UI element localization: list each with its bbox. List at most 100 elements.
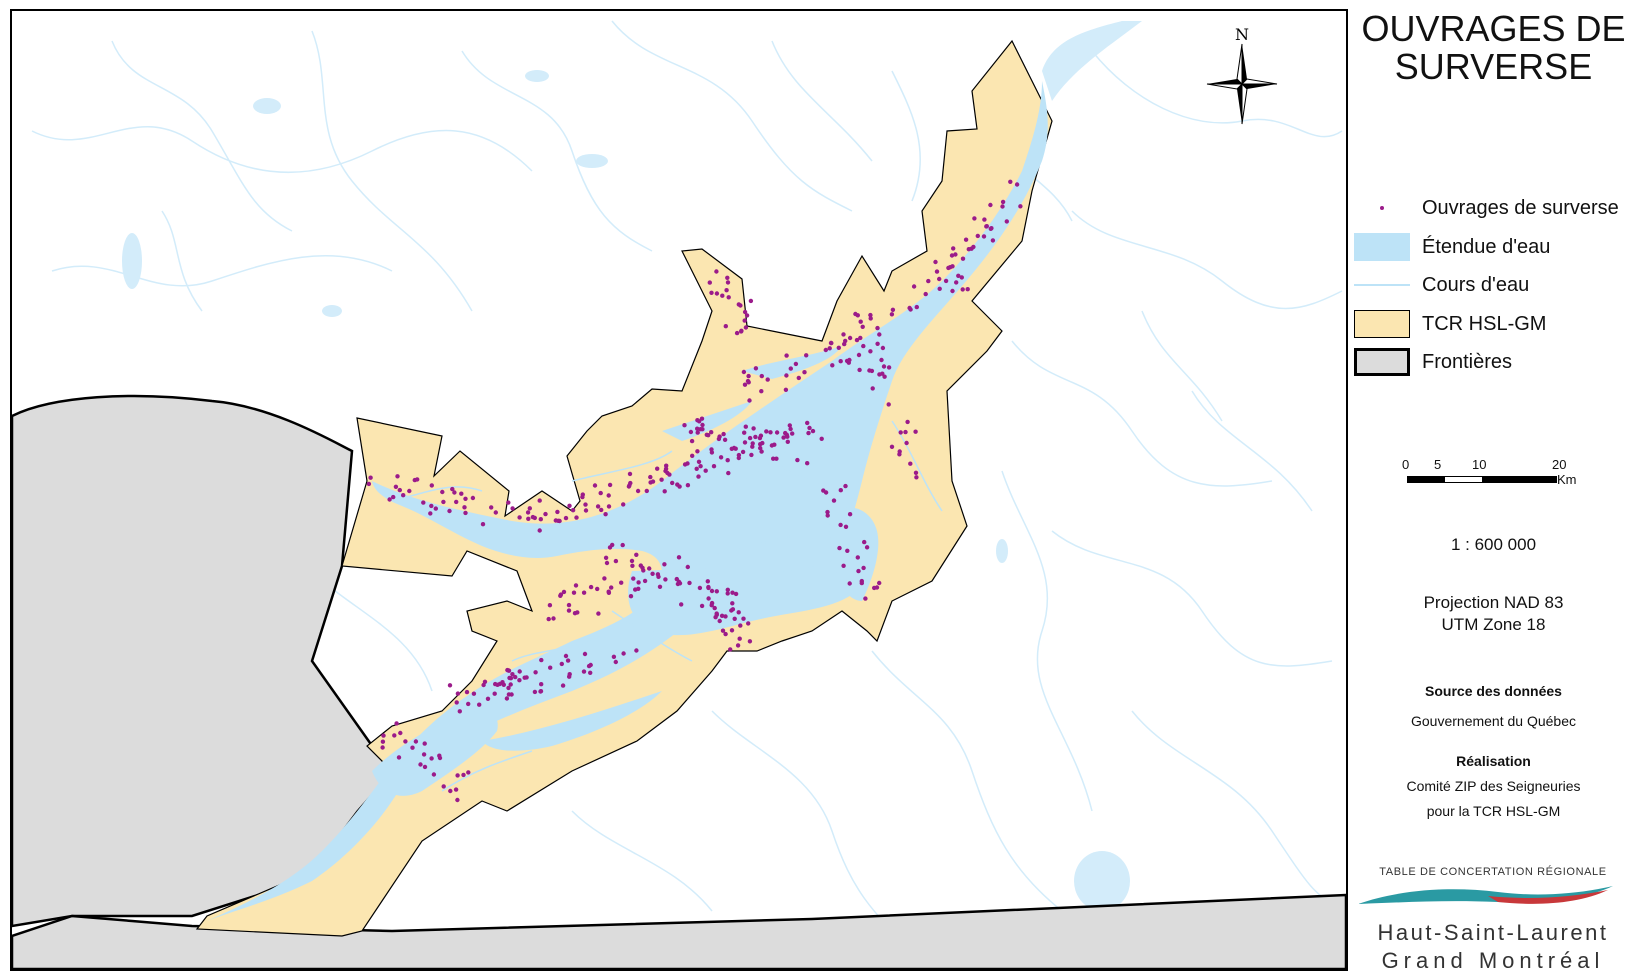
overflow-point bbox=[682, 423, 687, 428]
overflow-point bbox=[725, 280, 731, 285]
overflow-point bbox=[628, 480, 633, 486]
overflow-point bbox=[395, 474, 400, 479]
overflow-point bbox=[513, 674, 518, 680]
overflow-point bbox=[539, 682, 544, 687]
overflow-point bbox=[746, 621, 751, 626]
overflow-point bbox=[440, 489, 445, 495]
overflow-point bbox=[753, 366, 759, 371]
overflow-point bbox=[674, 576, 679, 582]
overflow-point bbox=[793, 361, 799, 367]
overflow-point bbox=[525, 510, 531, 515]
overflow-point bbox=[738, 623, 743, 628]
overflow-point bbox=[685, 564, 690, 570]
overflow-point bbox=[788, 426, 793, 432]
tcr-region[interactable] bbox=[195, 39, 1053, 937]
overflow-point bbox=[845, 548, 850, 553]
overflow-point bbox=[730, 590, 735, 595]
legend-item-overflow-points: Ouvrages de surverse bbox=[1354, 193, 1619, 223]
overflow-point bbox=[517, 515, 522, 520]
overflow-point bbox=[943, 278, 949, 284]
overflow-point bbox=[688, 429, 694, 435]
overflow-point bbox=[566, 608, 572, 613]
overflow-point bbox=[877, 332, 882, 337]
overflow-point bbox=[571, 590, 577, 595]
credits-heading: Réalisation bbox=[1456, 753, 1531, 769]
legend-panel: OUVRAGES DE SURVERSE Ouvrages de survers… bbox=[1352, 0, 1635, 978]
overflow-point bbox=[838, 488, 843, 493]
overflow-point bbox=[730, 601, 735, 606]
overflow-point bbox=[489, 505, 494, 510]
tcr-logo: TABLE DE CONCERTATION RÉGIONALE Haut-Sai… bbox=[1352, 860, 1635, 978]
overflow-point bbox=[963, 237, 969, 242]
boundary-fill-icon bbox=[1354, 348, 1410, 376]
overflow-point bbox=[831, 498, 837, 503]
map-frame[interactable]: N bbox=[10, 9, 1348, 971]
overflow-point bbox=[828, 340, 834, 346]
overflow-point bbox=[659, 477, 664, 482]
overflow-point bbox=[480, 522, 486, 527]
legend-label: Étendue d'eau bbox=[1422, 235, 1551, 258]
overflow-point bbox=[739, 328, 744, 333]
overflow-point bbox=[703, 468, 708, 473]
overflow-point bbox=[1000, 204, 1005, 209]
overflow-point bbox=[636, 586, 641, 591]
overflow-point bbox=[454, 700, 459, 705]
overflow-point bbox=[746, 373, 751, 379]
projection-line-2: UTM Zone 18 bbox=[1441, 615, 1546, 634]
overflow-point bbox=[380, 739, 386, 744]
region-streams bbox=[391, 420, 943, 792]
overflow-point bbox=[753, 434, 758, 440]
overflow-point bbox=[965, 287, 970, 292]
overflow-point bbox=[583, 508, 589, 513]
overflow-point bbox=[570, 508, 576, 513]
overflow-point bbox=[868, 316, 873, 321]
overflow-point bbox=[747, 435, 753, 441]
overflow-point bbox=[628, 594, 634, 599]
overflow-point bbox=[750, 441, 755, 446]
overflow-point bbox=[415, 477, 420, 482]
overflow-point bbox=[527, 506, 532, 511]
overflow-point bbox=[380, 745, 385, 750]
overflow-point bbox=[750, 444, 755, 449]
overflow-point bbox=[581, 669, 587, 674]
overflow-point bbox=[607, 482, 613, 488]
overflow-point bbox=[428, 511, 433, 516]
overflow-point bbox=[699, 416, 705, 421]
overflow-point bbox=[728, 647, 733, 652]
overflow-point bbox=[457, 709, 462, 714]
overflow-point bbox=[368, 475, 373, 480]
overflow-point bbox=[729, 628, 735, 633]
overflow-point bbox=[477, 702, 482, 707]
overflow-point bbox=[560, 683, 566, 688]
overflow-point bbox=[882, 374, 887, 379]
overflow-point bbox=[485, 696, 491, 701]
overflow-point bbox=[459, 491, 464, 496]
overflow-point bbox=[510, 506, 515, 511]
overflow-point bbox=[706, 596, 711, 601]
overflow-point bbox=[537, 528, 542, 533]
overflow-point bbox=[611, 654, 617, 659]
scale-tick-0: 0 bbox=[1402, 457, 1410, 472]
overflow-point bbox=[422, 741, 427, 746]
overflow-point bbox=[464, 689, 470, 695]
overflow-point bbox=[642, 578, 648, 584]
overflow-point bbox=[629, 558, 635, 564]
overflow-point bbox=[648, 474, 653, 480]
map-canvas[interactable]: N bbox=[12, 11, 1346, 969]
overflow-point bbox=[737, 636, 742, 641]
overflow-point bbox=[510, 672, 515, 677]
overflow-point bbox=[381, 733, 386, 738]
scale-bar: 0 5 10 20 Km bbox=[1352, 455, 1635, 495]
overflow-point bbox=[647, 566, 652, 571]
region-fill-icon bbox=[1354, 310, 1410, 338]
overflow-point bbox=[581, 590, 587, 595]
map-scale-ratio: 1 : 600 000 bbox=[1450, 535, 1537, 554]
overflow-point bbox=[689, 438, 695, 444]
overflow-point bbox=[886, 365, 892, 370]
overflow-point bbox=[764, 429, 769, 434]
overflow-point bbox=[393, 484, 399, 489]
boundary-areas bbox=[12, 394, 1346, 969]
overflow-point bbox=[933, 259, 938, 265]
overflow-point bbox=[897, 452, 902, 457]
overflow-point bbox=[827, 346, 832, 351]
